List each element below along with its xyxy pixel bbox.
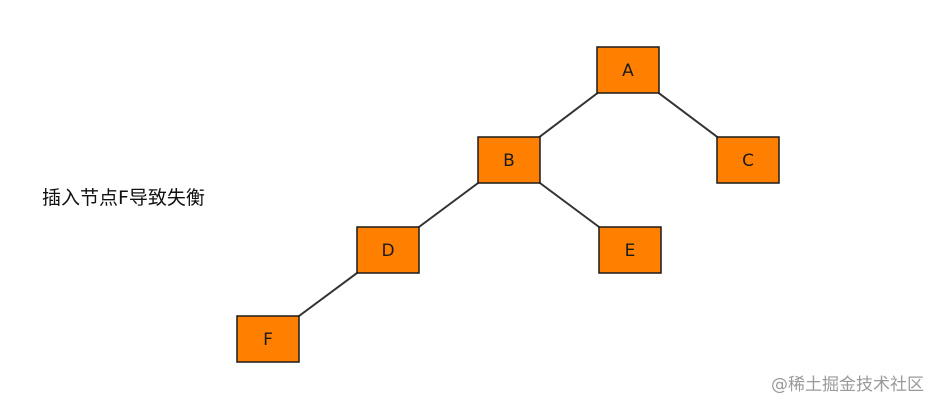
tree-node-d: D (356, 226, 420, 274)
tree-node-f: F (236, 315, 300, 363)
watermark-text: @稀土掘金技术社区 (771, 375, 924, 395)
node-label-c: C (742, 151, 754, 171)
tree-node-b: B (477, 136, 541, 184)
tree-node-c: C (716, 136, 780, 184)
tree-node-e: E (598, 226, 662, 274)
node-box-f (236, 315, 300, 363)
node-label-b: B (503, 151, 515, 171)
node-label-d: D (381, 241, 394, 261)
node-label-a: A (622, 61, 634, 81)
node-label-f: F (263, 330, 273, 350)
tree-node-a: A (596, 46, 660, 94)
nodes-layer: A B C D E F (236, 46, 780, 363)
node-box-c (716, 136, 780, 184)
node-label-e: E (625, 241, 636, 261)
node-box-d (356, 226, 420, 274)
node-box-b (477, 136, 541, 184)
caption-text: 插入节点F导致失衡 (42, 187, 205, 209)
node-box-e (598, 226, 662, 274)
node-box-a (596, 46, 660, 94)
edges-layer (267, 69, 749, 340)
